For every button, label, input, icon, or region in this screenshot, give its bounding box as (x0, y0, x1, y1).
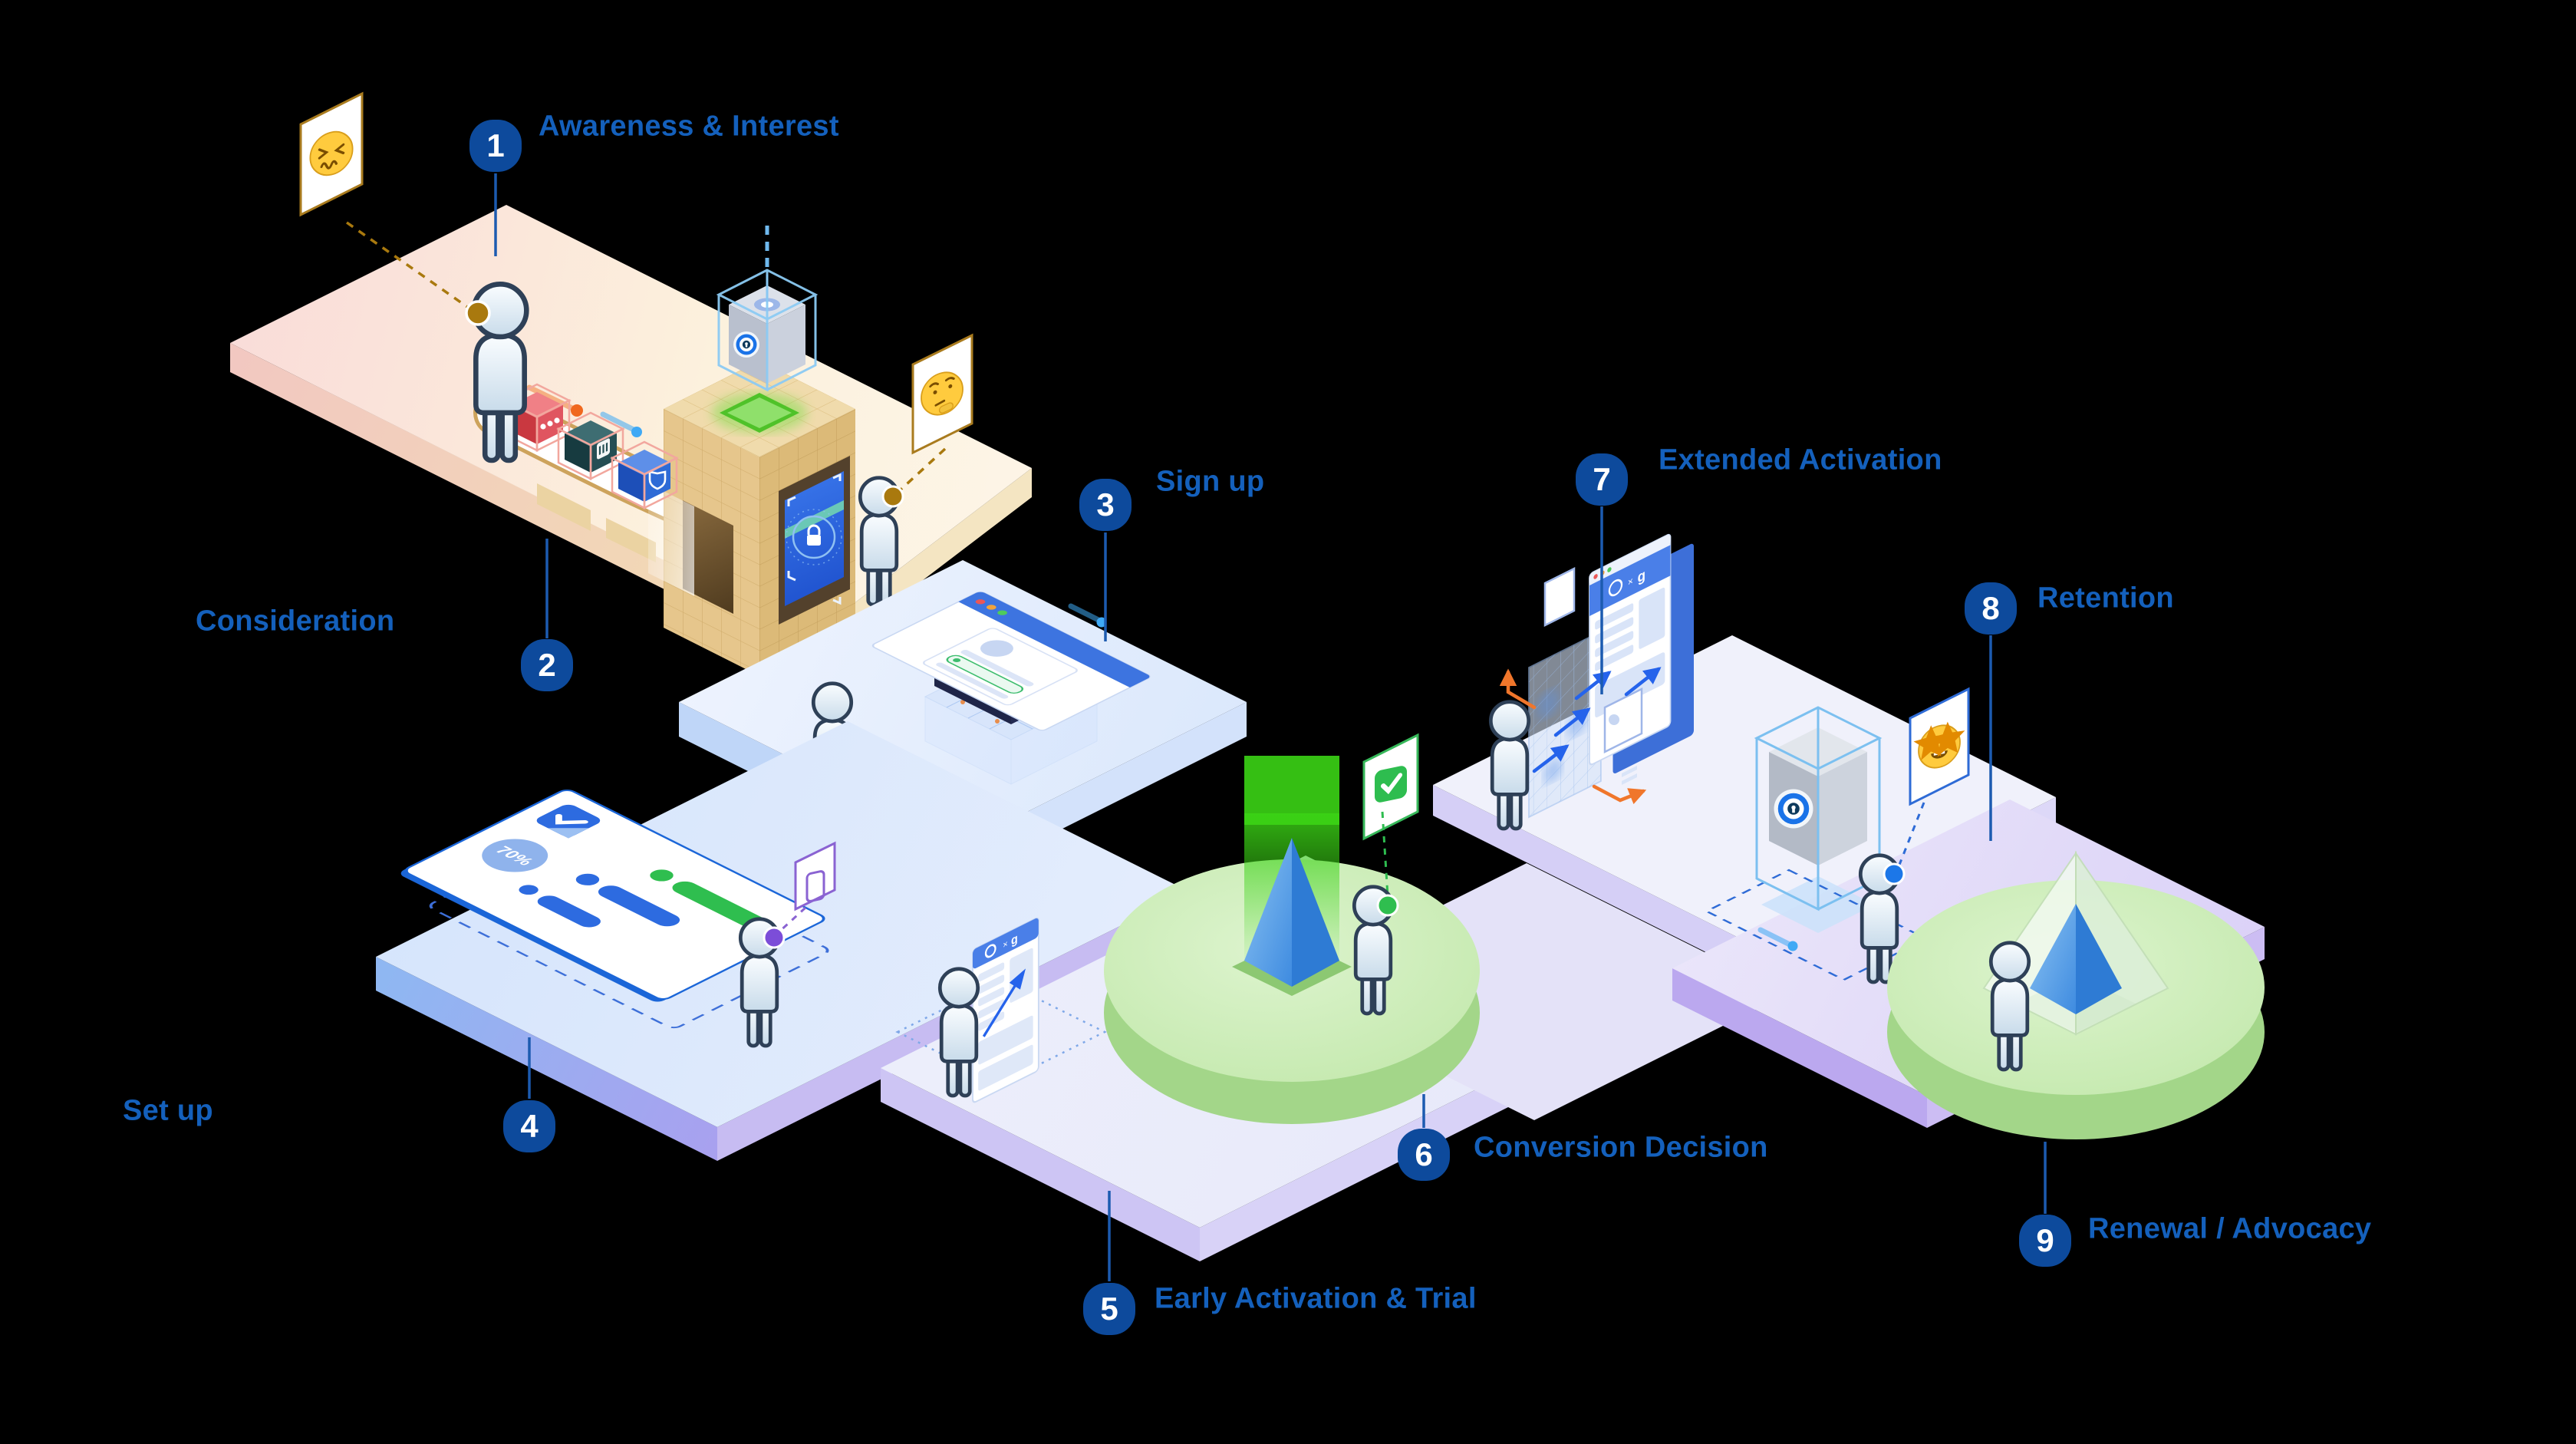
stage-5-label: Early Activation & Trial (1155, 1282, 1477, 1315)
blue-shield-cube (610, 440, 679, 510)
onepassword-logo (733, 331, 759, 358)
svg-text:g: g (1638, 567, 1645, 587)
conversion-pyramid (1244, 838, 1292, 987)
person-consideration (860, 478, 904, 605)
stage-9-badge: 9 (2019, 1215, 2071, 1267)
onepassword-drop-cube (716, 226, 819, 392)
stage-3-badge: 3 (1079, 479, 1132, 531)
stage-9-label: Renewal / Advocacy (2088, 1212, 2372, 1245)
stage-4-badge: 4 (503, 1100, 555, 1152)
phone-icon (805, 870, 825, 902)
check-icon (1375, 766, 1407, 803)
stage-7-label: Extended Activation (1659, 443, 1942, 476)
email-field (946, 654, 1024, 694)
blue-comet (631, 427, 642, 437)
vault-screen (779, 456, 850, 625)
checkmark-sign-connector (1381, 811, 1389, 897)
retention-cluster (1705, 706, 1929, 981)
stage-3-label: Sign up (1156, 465, 1265, 498)
stage-8-badge: 8 (1965, 582, 2017, 635)
orange-comet (571, 404, 583, 417)
vault-building (648, 361, 855, 676)
checkmark-sign (1362, 733, 1419, 841)
signup-window (871, 591, 1151, 731)
avatar (980, 640, 1013, 657)
person-setup (740, 919, 786, 1046)
person-awareness (465, 284, 526, 460)
stage-7-badge: 7 (1576, 453, 1628, 506)
stage-1-badge: 1 (469, 120, 522, 172)
signup-stack (871, 591, 1151, 785)
partner-separator: × (1003, 938, 1007, 951)
vault-door (683, 500, 733, 614)
lock-icon (807, 524, 821, 535)
stage-connectors (494, 173, 2047, 1281)
person-conversion (1354, 887, 1399, 1014)
progress-circle (482, 839, 548, 872)
person-retention (1860, 856, 1906, 982)
conversion-disc (1104, 756, 1480, 1124)
svg-text:×: × (1628, 575, 1633, 588)
stage-2-label: Consideration (196, 605, 395, 638)
thinking-sign-connector (898, 447, 947, 493)
shield-icon (648, 470, 667, 490)
stage-6-label: Conversion Decision (1474, 1131, 1768, 1164)
partner-logo: g (1011, 932, 1018, 948)
onboarding-window: × g (972, 917, 1039, 1103)
id-card-sign (1603, 687, 1643, 785)
frustrated-sign (299, 91, 364, 217)
stage-5-badge: 5 (1083, 1283, 1135, 1335)
bar-chart-sign (1543, 566, 1576, 628)
onepassword-logo-retention (1774, 789, 1813, 829)
competitor-cubes (502, 383, 679, 510)
extended-activation-cluster: × g (1499, 533, 1695, 819)
frustrated-sign-connector (345, 221, 471, 310)
setup-dashboard-card: 70% (400, 790, 829, 1029)
stage-8-label: Retention (2037, 582, 2174, 615)
star-struck-sign (1909, 687, 1970, 806)
stage-2-badge: 2 (521, 639, 573, 691)
todo-logo (536, 804, 601, 839)
teal-document-cube (556, 411, 625, 481)
stage-6-badge: 6 (1398, 1129, 1450, 1181)
stage-4-label: Set up (123, 1094, 213, 1127)
phone-sign (794, 841, 836, 912)
stage-1-label: Awareness & Interest (539, 110, 839, 143)
thinking-sign (911, 333, 973, 455)
